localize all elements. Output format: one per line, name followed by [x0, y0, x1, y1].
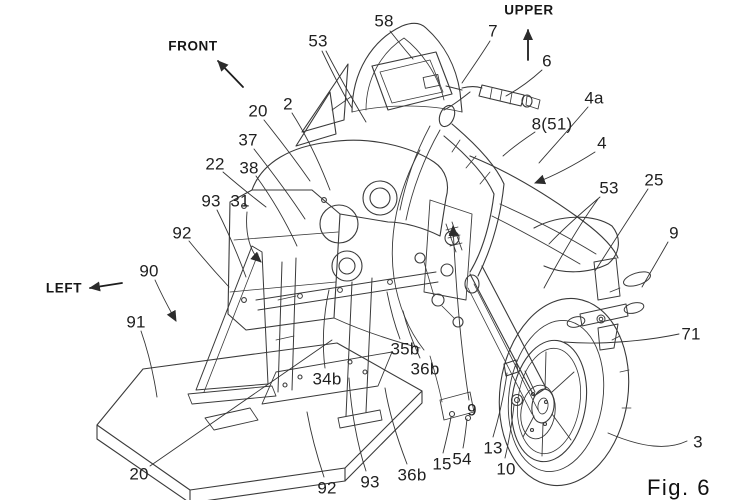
- front-cowl-wing: [301, 63, 349, 133]
- ref-label-4: 4: [597, 133, 607, 153]
- ref-label-20-bottom: 20: [129, 464, 149, 484]
- ref-label-93-left: 93: [201, 191, 221, 211]
- windscreen: [295, 22, 463, 147]
- direction-label-front: FRONT: [168, 38, 218, 54]
- left-arrow: [89, 281, 123, 292]
- spokes: [522, 351, 575, 457]
- front-cowl-wing-2: [295, 91, 337, 147]
- tire: [498, 297, 630, 487]
- ref-label-71: 71: [681, 324, 701, 344]
- ref-label-54: 54: [452, 449, 472, 469]
- front-arrow: [217, 60, 244, 88]
- throttle-body-upper: [362, 180, 398, 216]
- airbox: [251, 139, 449, 237]
- ref-label-92-bottom: 92: [317, 478, 337, 498]
- ref-label-3: 3: [693, 432, 703, 452]
- ref-label-36b-top: 36b: [410, 359, 440, 379]
- ref-label-22: 22: [205, 154, 225, 174]
- ref-label-53-top: 53: [308, 31, 328, 51]
- ref-label-58: 58: [374, 11, 394, 31]
- direction-label-upper: UPPER: [504, 2, 554, 18]
- mud-flap: [597, 323, 619, 351]
- ref-label-6: 6: [542, 51, 552, 71]
- frame: [399, 104, 505, 328]
- brake-disc: [520, 384, 556, 440]
- ref-label-91: 91: [126, 312, 146, 332]
- rear-wheel: [498, 297, 632, 487]
- turn-signal-right: [623, 271, 651, 287]
- ref-label-31: 31: [230, 191, 250, 211]
- leader-lines: [140, 30, 688, 478]
- ref-label-9-right: 9: [669, 223, 679, 243]
- ref-label-36b-bottom: 36b: [397, 465, 427, 485]
- ref-label-92-left: 92: [172, 223, 192, 243]
- turn-signal-bar: [579, 303, 629, 327]
- handlebar: [422, 73, 541, 111]
- ref-label-53-right: 53: [599, 178, 619, 198]
- ref-label-93-bottom: 93: [360, 472, 380, 492]
- swingarm: [429, 265, 547, 422]
- seat-tail: [469, 155, 619, 273]
- ref-label-25: 25: [644, 170, 664, 190]
- ref-label-7: 7: [488, 21, 498, 41]
- figure-caption: Fig. 6: [646, 475, 712, 500]
- chain: [467, 283, 539, 415]
- front-sprocket: [464, 274, 480, 294]
- engine-unit: [227, 139, 473, 351]
- ref-label-9-center: 9: [467, 400, 477, 420]
- lower-bracket: [439, 391, 475, 421]
- test-bench-base-plate: [96, 342, 423, 500]
- direction-label-left: LEFT: [45, 280, 83, 296]
- ref-label-20-top: 20: [248, 101, 268, 121]
- direction-arrows: [89, 29, 533, 292]
- ref-label-35b: 35b: [390, 339, 420, 359]
- ref-label-15: 15: [432, 454, 452, 474]
- bench-gussets: [187, 245, 439, 429]
- tread-lines: [611, 335, 632, 409]
- ref-label-13: 13: [483, 438, 503, 458]
- rim: [510, 339, 588, 463]
- ref-label-8-51: 8(51): [531, 114, 573, 134]
- axle-nut: [510, 393, 524, 407]
- throttle-body-lower: [331, 250, 363, 282]
- ref-label-37: 37: [238, 130, 258, 150]
- ref-label-2: 2: [283, 94, 293, 114]
- ref-label-10: 10: [496, 459, 516, 479]
- ref-label-38: 38: [239, 158, 259, 178]
- intake-funnel: [319, 204, 359, 244]
- handlebar-grip: [478, 84, 525, 107]
- ref-label-34b: 34b: [312, 369, 342, 389]
- ref-label-4a: 4a: [584, 88, 604, 108]
- chain-adjuster: [503, 359, 519, 377]
- ref-label-90: 90: [139, 261, 159, 281]
- meter-panel: [371, 51, 453, 111]
